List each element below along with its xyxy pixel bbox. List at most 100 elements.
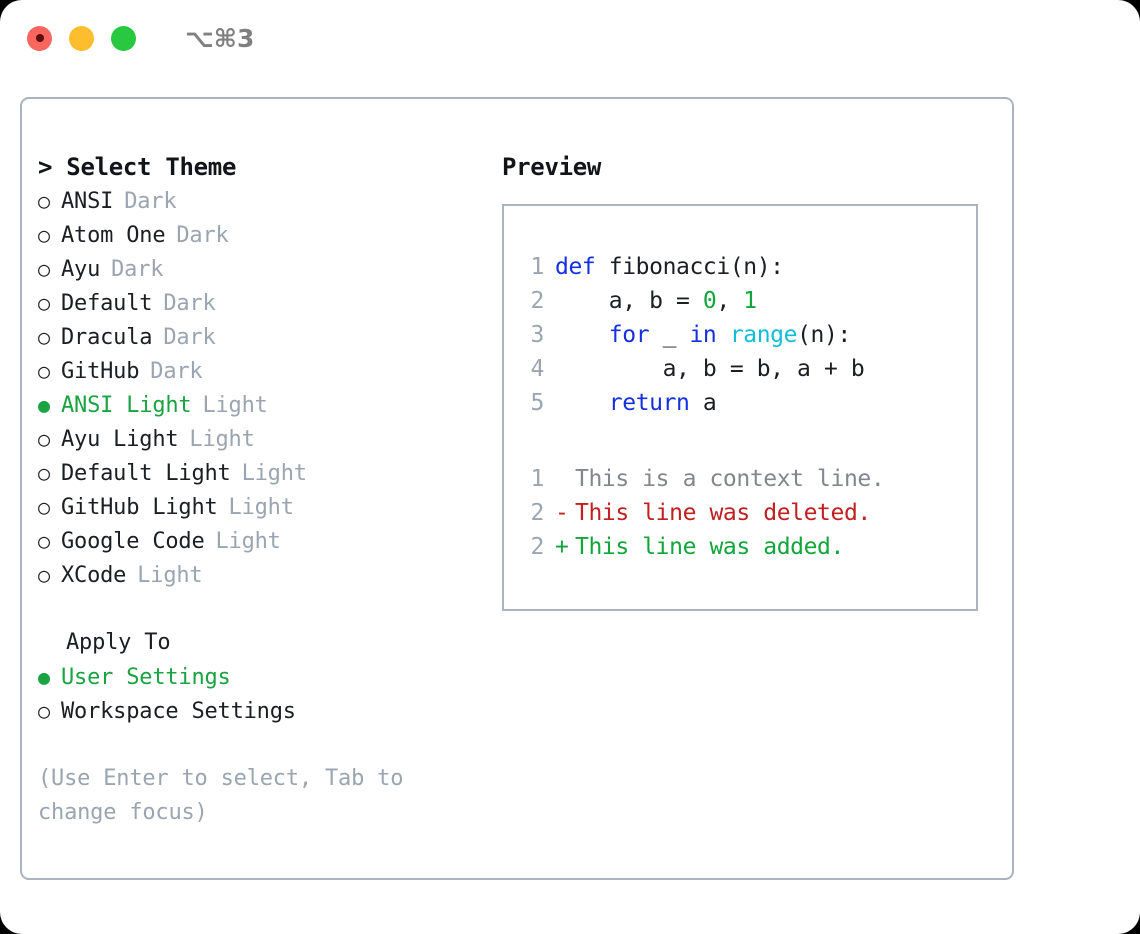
radio-unselected-icon: ○	[38, 529, 50, 553]
code-token	[716, 322, 729, 348]
radio-unselected-icon: ○	[38, 495, 50, 519]
theme-option-ayu[interactable]: ○ Ayu Dark	[38, 252, 478, 286]
code-token: a, b =	[555, 288, 703, 314]
radio-unselected-icon: ○	[38, 427, 50, 451]
theme-option-kind: Dark	[163, 325, 216, 350]
apply-to-header: Apply To	[66, 630, 171, 655]
line-number: 1	[530, 254, 545, 280]
theme-option-kind: Dark	[111, 257, 164, 282]
line-number: 2	[530, 500, 545, 526]
theme-option-label: Ayu	[61, 257, 101, 282]
theme-option-ansi[interactable]: ○ ANSI Dark	[38, 184, 478, 218]
radio-unselected-icon: ○	[38, 189, 50, 213]
diff-sign	[555, 462, 575, 496]
radio-selected-icon: ●	[38, 393, 50, 417]
select-theme-header: > Select Theme	[38, 153, 237, 181]
diff-sign: +	[555, 534, 569, 560]
code-token: ,	[716, 288, 744, 314]
theme-option-kind: Dark	[163, 291, 216, 316]
code-token: return	[608, 390, 690, 416]
radio-unselected-icon: ○	[38, 325, 50, 349]
radio-unselected-icon: ○	[38, 461, 50, 485]
theme-option-kind: Light	[137, 563, 203, 588]
theme-option-kind: Dark	[124, 189, 177, 214]
code-line: 3 for _ in range(n):	[516, 318, 976, 352]
code-token: 0	[702, 288, 717, 314]
code-token: 1	[743, 288, 757, 314]
theme-option-label: Ayu Light	[61, 427, 179, 452]
theme-option-ansi-light[interactable]: ● ANSI Light Light	[38, 388, 478, 422]
code-line: 5 return a	[516, 386, 976, 420]
apply-to-option-workspace-settings[interactable]: ○Workspace Settings	[38, 694, 478, 728]
apply-to-option-label: Workspace Settings	[61, 699, 296, 724]
code-line-text: return a	[555, 386, 717, 420]
line-number: 1	[530, 466, 545, 492]
theme-option-default[interactable]: ○ Default Dark	[38, 286, 478, 320]
theme-option-label: Default	[61, 291, 153, 316]
code-line: 4 a, b = b, a + b	[516, 352, 976, 386]
code-token: fibonacci(n):	[595, 254, 784, 280]
spacer	[38, 592, 478, 626]
minimize-button[interactable]	[69, 25, 94, 51]
theme-option-label: XCode	[61, 563, 127, 588]
code-token: in	[689, 322, 717, 348]
theme-option-dracula[interactable]: ○ Dracula Dark	[38, 320, 478, 354]
line-number: 4	[530, 356, 545, 382]
code-line-text: a, b = 0, 1	[555, 284, 757, 318]
line-number: 2	[530, 534, 545, 560]
code-token: a	[689, 390, 717, 416]
theme-option-kind: Light	[202, 393, 268, 418]
radio-unselected-icon: ○	[38, 359, 50, 383]
code-token: for	[608, 322, 650, 348]
code-token	[555, 390, 609, 416]
theme-option-kind: Dark	[150, 359, 203, 384]
maximize-button[interactable]	[111, 25, 136, 51]
diff-line-add: 2 +This line was added.	[516, 530, 976, 564]
theme-option-label: GitHub	[61, 359, 140, 384]
diff-sample: 1 This is a context line. 2-This line was…	[516, 462, 976, 564]
theme-option-kind: Dark	[176, 223, 229, 248]
theme-option-kind: Light	[215, 529, 281, 554]
apply-to-option-user-settings[interactable]: ●User Settings	[38, 660, 478, 694]
line-number: 2	[530, 288, 545, 314]
diff-line-text: This is a context line.	[575, 466, 885, 492]
theme-option-label: Dracula	[61, 325, 153, 350]
keyboard-shortcut-label: ⌥⌘3	[185, 23, 255, 53]
theme-option-kind: Light	[241, 461, 307, 486]
code-token	[555, 322, 609, 348]
theme-option-kind: Light	[189, 427, 255, 452]
radio-unselected-icon: ○	[38, 257, 50, 281]
theme-option-kind: Light	[228, 495, 294, 520]
recording-dot-icon	[35, 34, 44, 42]
apply-to-option-list[interactable]: ●User Settings○Workspace Settings	[38, 660, 478, 728]
code-line: 2 a, b = 0, 1	[516, 284, 976, 318]
code-token: (n):	[797, 322, 851, 348]
diff-line-text: This line was added.	[575, 534, 844, 560]
theme-option-ayu-light[interactable]: ○ Ayu Light Light	[38, 422, 478, 456]
theme-option-label: ANSI	[61, 189, 114, 214]
radio-unselected-icon: ○	[38, 291, 50, 315]
diff-line-del: 2-This line was deleted.	[516, 496, 976, 530]
close-button[interactable]	[27, 25, 52, 51]
theme-option-github[interactable]: ○ GitHub Dark	[38, 354, 478, 388]
diff-line-text: This line was deleted.	[575, 500, 871, 526]
code-token: _	[649, 322, 690, 348]
preview-header: Preview	[502, 153, 602, 181]
theme-option-label: ANSI Light	[61, 393, 192, 418]
window-controls	[27, 25, 136, 51]
line-number: 3	[530, 322, 545, 348]
apply-to-option-label: User Settings	[61, 665, 231, 690]
code-token: range	[729, 322, 798, 348]
